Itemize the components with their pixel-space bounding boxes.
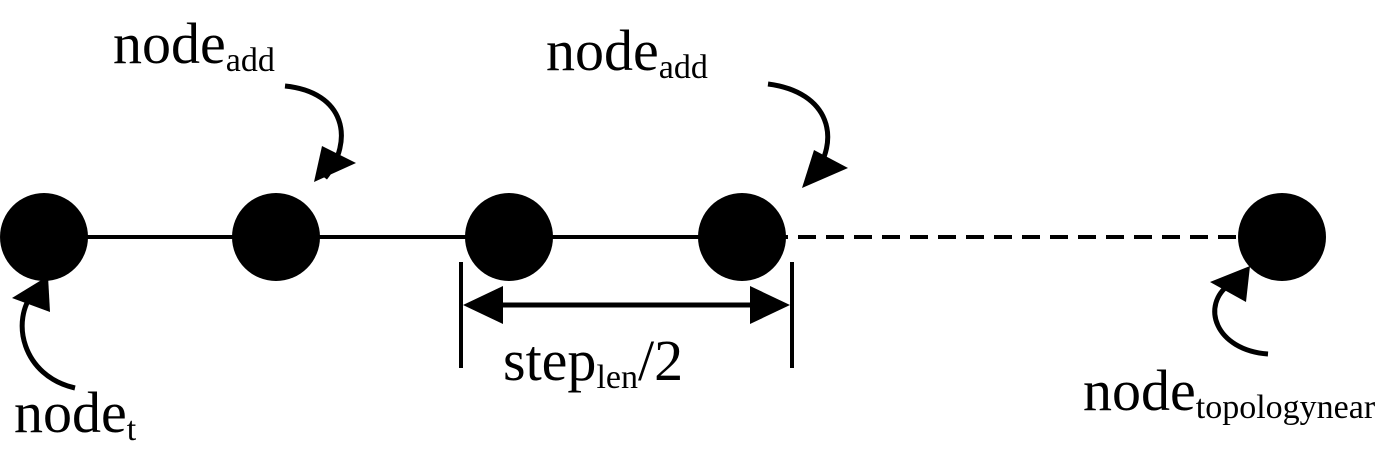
dimension-arrow-left [463,286,503,324]
label-node-t: nodet [14,380,137,448]
arrow-head-node-add-1 [314,146,356,182]
label-node-topology-near: nodetopologynear [1083,358,1376,426]
node-add-2 [698,193,786,281]
node-middle [465,193,553,281]
dimension-arrow-right [750,286,790,324]
label-node-add-2: nodeadd [546,18,708,86]
node-add-1 [232,193,320,281]
node-topology-near [1238,193,1326,281]
arrow-to-node-topology-near [1212,281,1269,357]
label-node-add-1: nodeadd [113,11,275,79]
arrow-head-node-topology-near [1210,266,1250,302]
arrow-head-node-add-2 [802,150,848,188]
node-t [0,193,88,281]
arrow-head-node-t [12,276,50,312]
label-step-len: steplen/2 [503,328,683,396]
